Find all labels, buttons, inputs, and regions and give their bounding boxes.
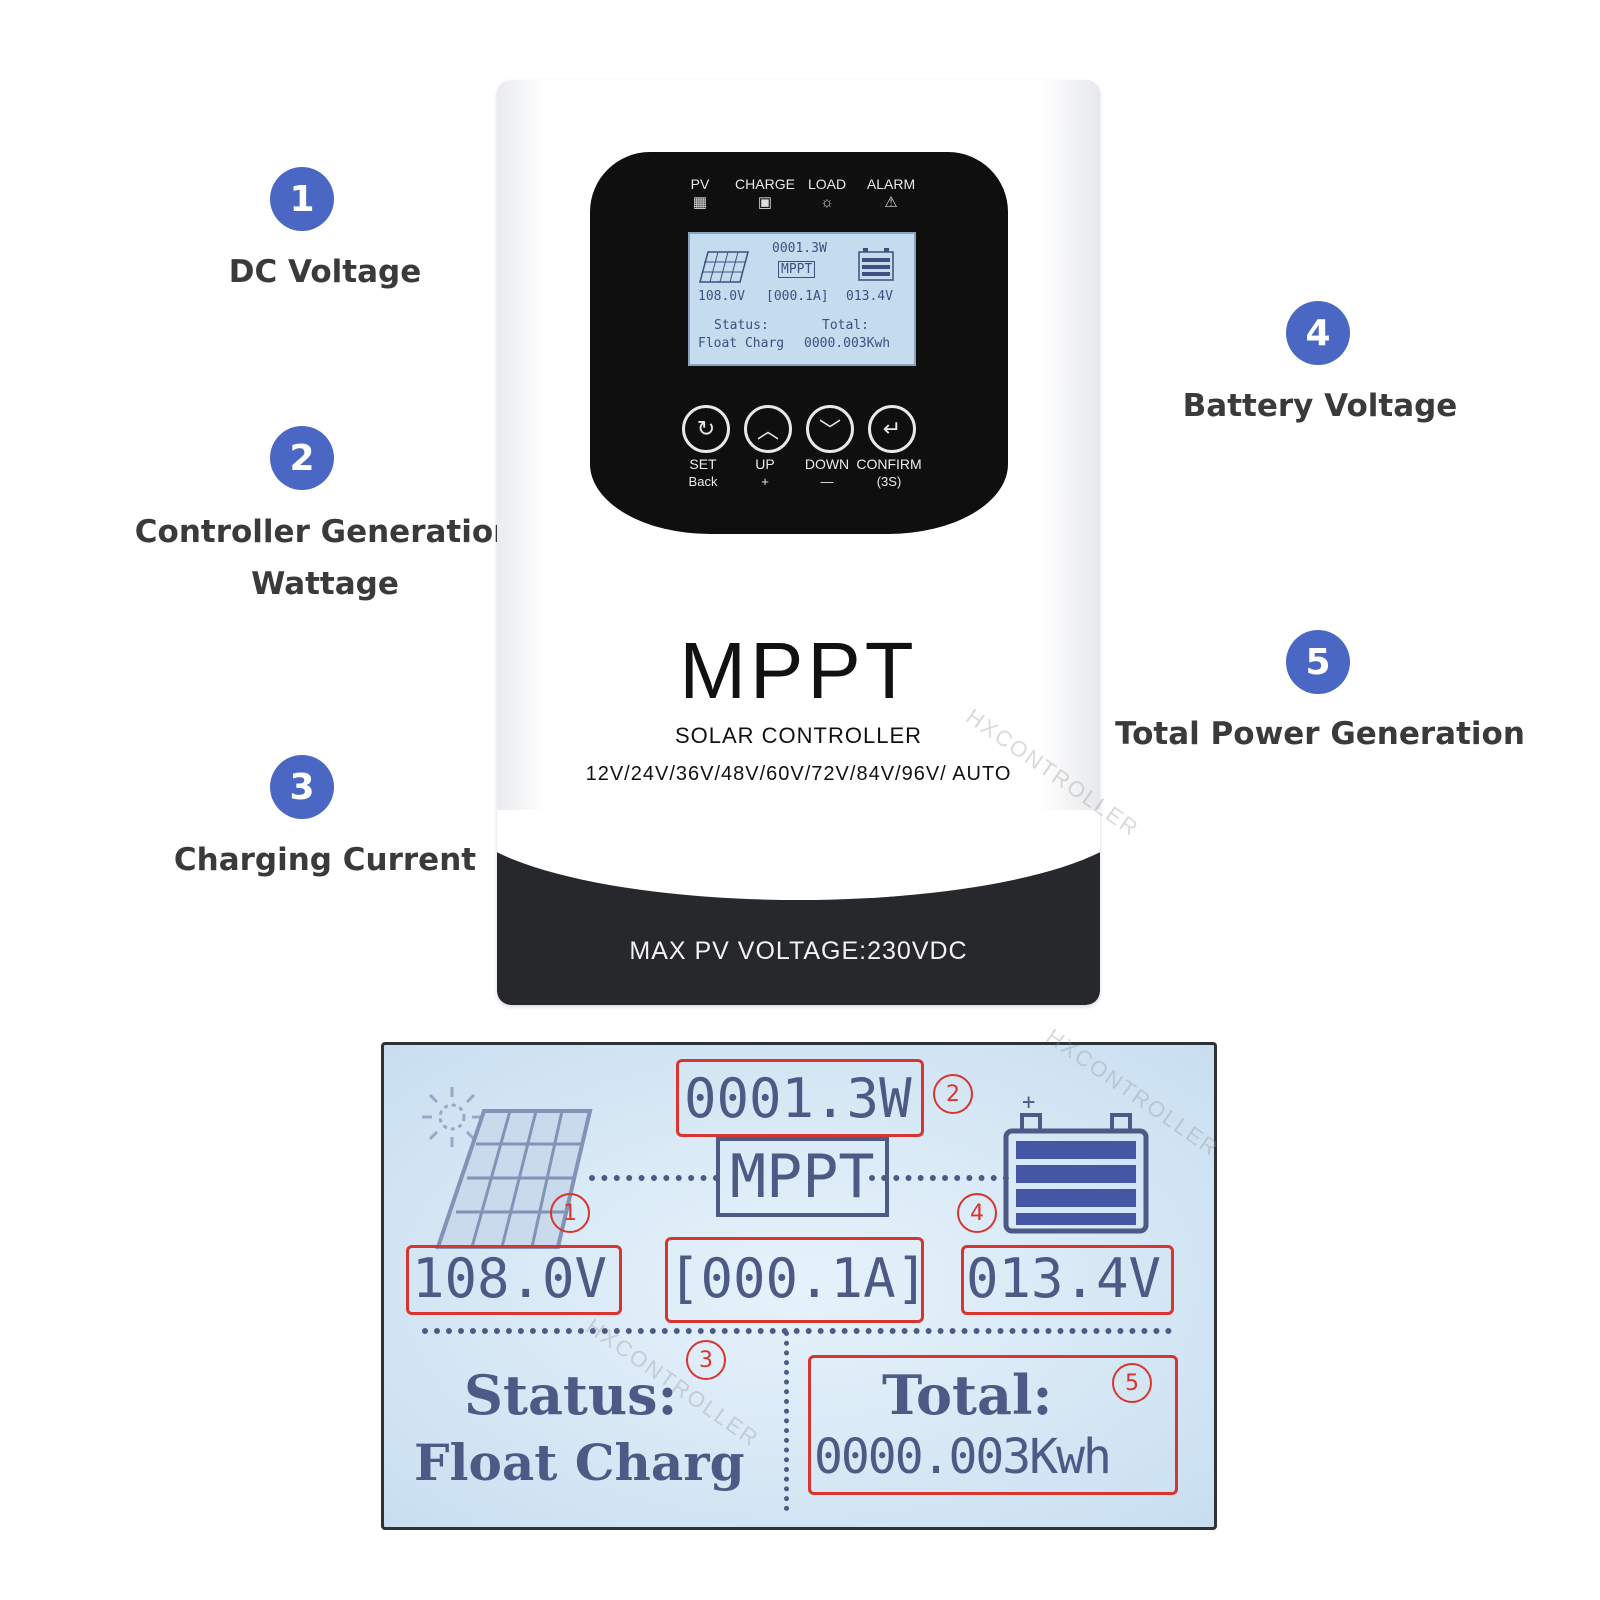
battery-connector-line — [869, 1175, 1009, 1181]
callout-label-charging-current: Charging Current — [173, 842, 477, 878]
small-solar-panel-icon — [699, 251, 749, 283]
indicator-load-label: LOAD — [807, 176, 847, 192]
callout-label-line1: Controller Generation — [134, 514, 516, 550]
set-button-label: SET — [689, 456, 717, 472]
callout-badge-5: 5 — [1286, 630, 1350, 694]
mppt-controller-device: MAX PV VOLTAGE:230VDC PV ▦ CHARGE ▣ LOAD… — [497, 80, 1100, 1005]
small-status-value: Float Charg — [698, 336, 785, 351]
indicator-charge-label: CHARGE — [735, 176, 795, 192]
current-highlight-box — [665, 1237, 924, 1323]
small-wattage: 0001.3W — [772, 241, 827, 256]
small-current: [000.1A] — [766, 289, 829, 304]
small-battery-voltage: 013.4V — [846, 289, 893, 304]
warning-icon: ⚠ — [884, 194, 898, 211]
small-battery-icon — [858, 248, 894, 281]
callout-badge-1: 1 — [270, 167, 334, 231]
indicator-alarm-label: ALARM — [866, 176, 916, 192]
wattage-highlight-box — [676, 1059, 924, 1137]
lcd-marker-2: 2 — [933, 1074, 973, 1114]
chevron-up-icon: ︿ — [756, 419, 779, 444]
brand-mppt: MPPT — [679, 626, 918, 715]
up-button-sub: + — [761, 474, 769, 489]
indicator-pv-label: PV — [690, 176, 710, 192]
lcd-zoom-panel: + MPPT 0001.3W 2 1 108.0V [000.1A] 4 013… — [381, 1042, 1217, 1530]
indicator-pv: PV ▦ — [680, 176, 720, 211]
enter-icon: ↵ — [882, 416, 902, 442]
small-total-label: Total: — [822, 318, 869, 333]
callout-badge-2: 2 — [270, 426, 334, 490]
set-button[interactable]: ↻ — [682, 405, 730, 453]
callout-label-generation-wattage: Controller Generation Wattage — [100, 506, 550, 610]
indicator-alarm: ALARM ⚠ — [856, 176, 926, 211]
down-button-label: DOWN — [804, 456, 850, 472]
lcd-battery-voltage: 013.4V — [966, 1247, 1162, 1310]
lcd-marker-4: 4 — [957, 1193, 997, 1233]
callout-label-total-power: Total Power Generation — [1115, 716, 1525, 752]
lcd-status-label: Status: — [464, 1363, 678, 1427]
down-button[interactable]: ﹀ — [806, 405, 854, 453]
lcd-marker-5: 5 — [1112, 1363, 1152, 1403]
confirm-button[interactable]: ↵ — [868, 405, 916, 453]
indicator-load: LOAD ☼ — [802, 176, 852, 211]
lcd-marker-3: 3 — [686, 1340, 726, 1380]
lcd-horizontal-divider — [422, 1328, 1172, 1334]
cycle-icon: ↻ — [696, 416, 716, 442]
device-lcd-screen: 0001.3W MPPT 108.0V [000.1A] 013.4V Stat… — [688, 232, 916, 366]
pv-connector-line — [589, 1175, 719, 1181]
callout-label-battery-voltage: Battery Voltage — [1182, 388, 1458, 424]
callout-badge-4: 4 — [1286, 301, 1350, 365]
lcd-total-value: 0000.003Kwh — [814, 1429, 1112, 1485]
supported-voltages: 12V/24V/36V/48V/60V/72V/84V/96V/ AUTO — [585, 763, 1012, 785]
small-mppt: MPPT — [778, 261, 816, 278]
chevron-down-icon: ﹀ — [818, 419, 841, 444]
lcd-current: [000.1A] — [668, 1247, 929, 1310]
small-total-value: 0000.003Kwh — [804, 336, 891, 351]
svg-text:+: + — [1022, 1090, 1035, 1115]
up-button[interactable]: ︿ — [744, 405, 792, 453]
lcd-marker-1: 1 — [550, 1193, 590, 1233]
small-pv-voltage: 108.0V — [698, 289, 745, 304]
up-button-label: UP — [755, 456, 775, 472]
battery-voltage-highlight-box — [961, 1245, 1174, 1315]
callout-badge-3: 3 — [270, 755, 334, 819]
callout-label-line2: Wattage — [251, 566, 399, 602]
small-status-label: Status: — [714, 318, 769, 333]
lcd-wattage: 0001.3W — [684, 1067, 912, 1130]
control-panel: PV ▦ CHARGE ▣ LOAD ☼ ALARM ⚠ 0001.3W MPP… — [590, 152, 1008, 534]
battery-icon: + — [1003, 1090, 1149, 1234]
set-button-sub: Back — [688, 474, 718, 489]
confirm-button-sub: (3S) — [876, 474, 902, 489]
indicator-charge: CHARGE ▣ — [730, 176, 800, 211]
total-highlight-box — [808, 1355, 1178, 1495]
confirm-button-label: CONFIRM — [856, 456, 922, 472]
brand-subtitle: SOLAR CONTROLLER — [674, 723, 923, 748]
pv-voltage-highlight-box — [406, 1245, 622, 1315]
grid-icon: ▦ — [692, 194, 708, 211]
sun-icon — [422, 1087, 482, 1147]
lcd-pv-voltage: 108.0V — [412, 1247, 608, 1310]
lcd-mppt-label: MPPT — [716, 1137, 889, 1217]
battery-icon: ▣ — [757, 194, 773, 211]
lcd-total-label: Total: — [882, 1363, 1053, 1427]
callout-label-dc-voltage: DC Voltage — [228, 254, 422, 290]
max-pv-voltage-label: MAX PV VOLTAGE:230VDC — [629, 937, 968, 965]
down-button-sub: — — [820, 474, 834, 489]
lcd-status-value: Float Charg — [414, 1433, 745, 1492]
bulb-icon: ☼ — [820, 194, 834, 211]
lcd-vertical-divider — [784, 1331, 789, 1511]
